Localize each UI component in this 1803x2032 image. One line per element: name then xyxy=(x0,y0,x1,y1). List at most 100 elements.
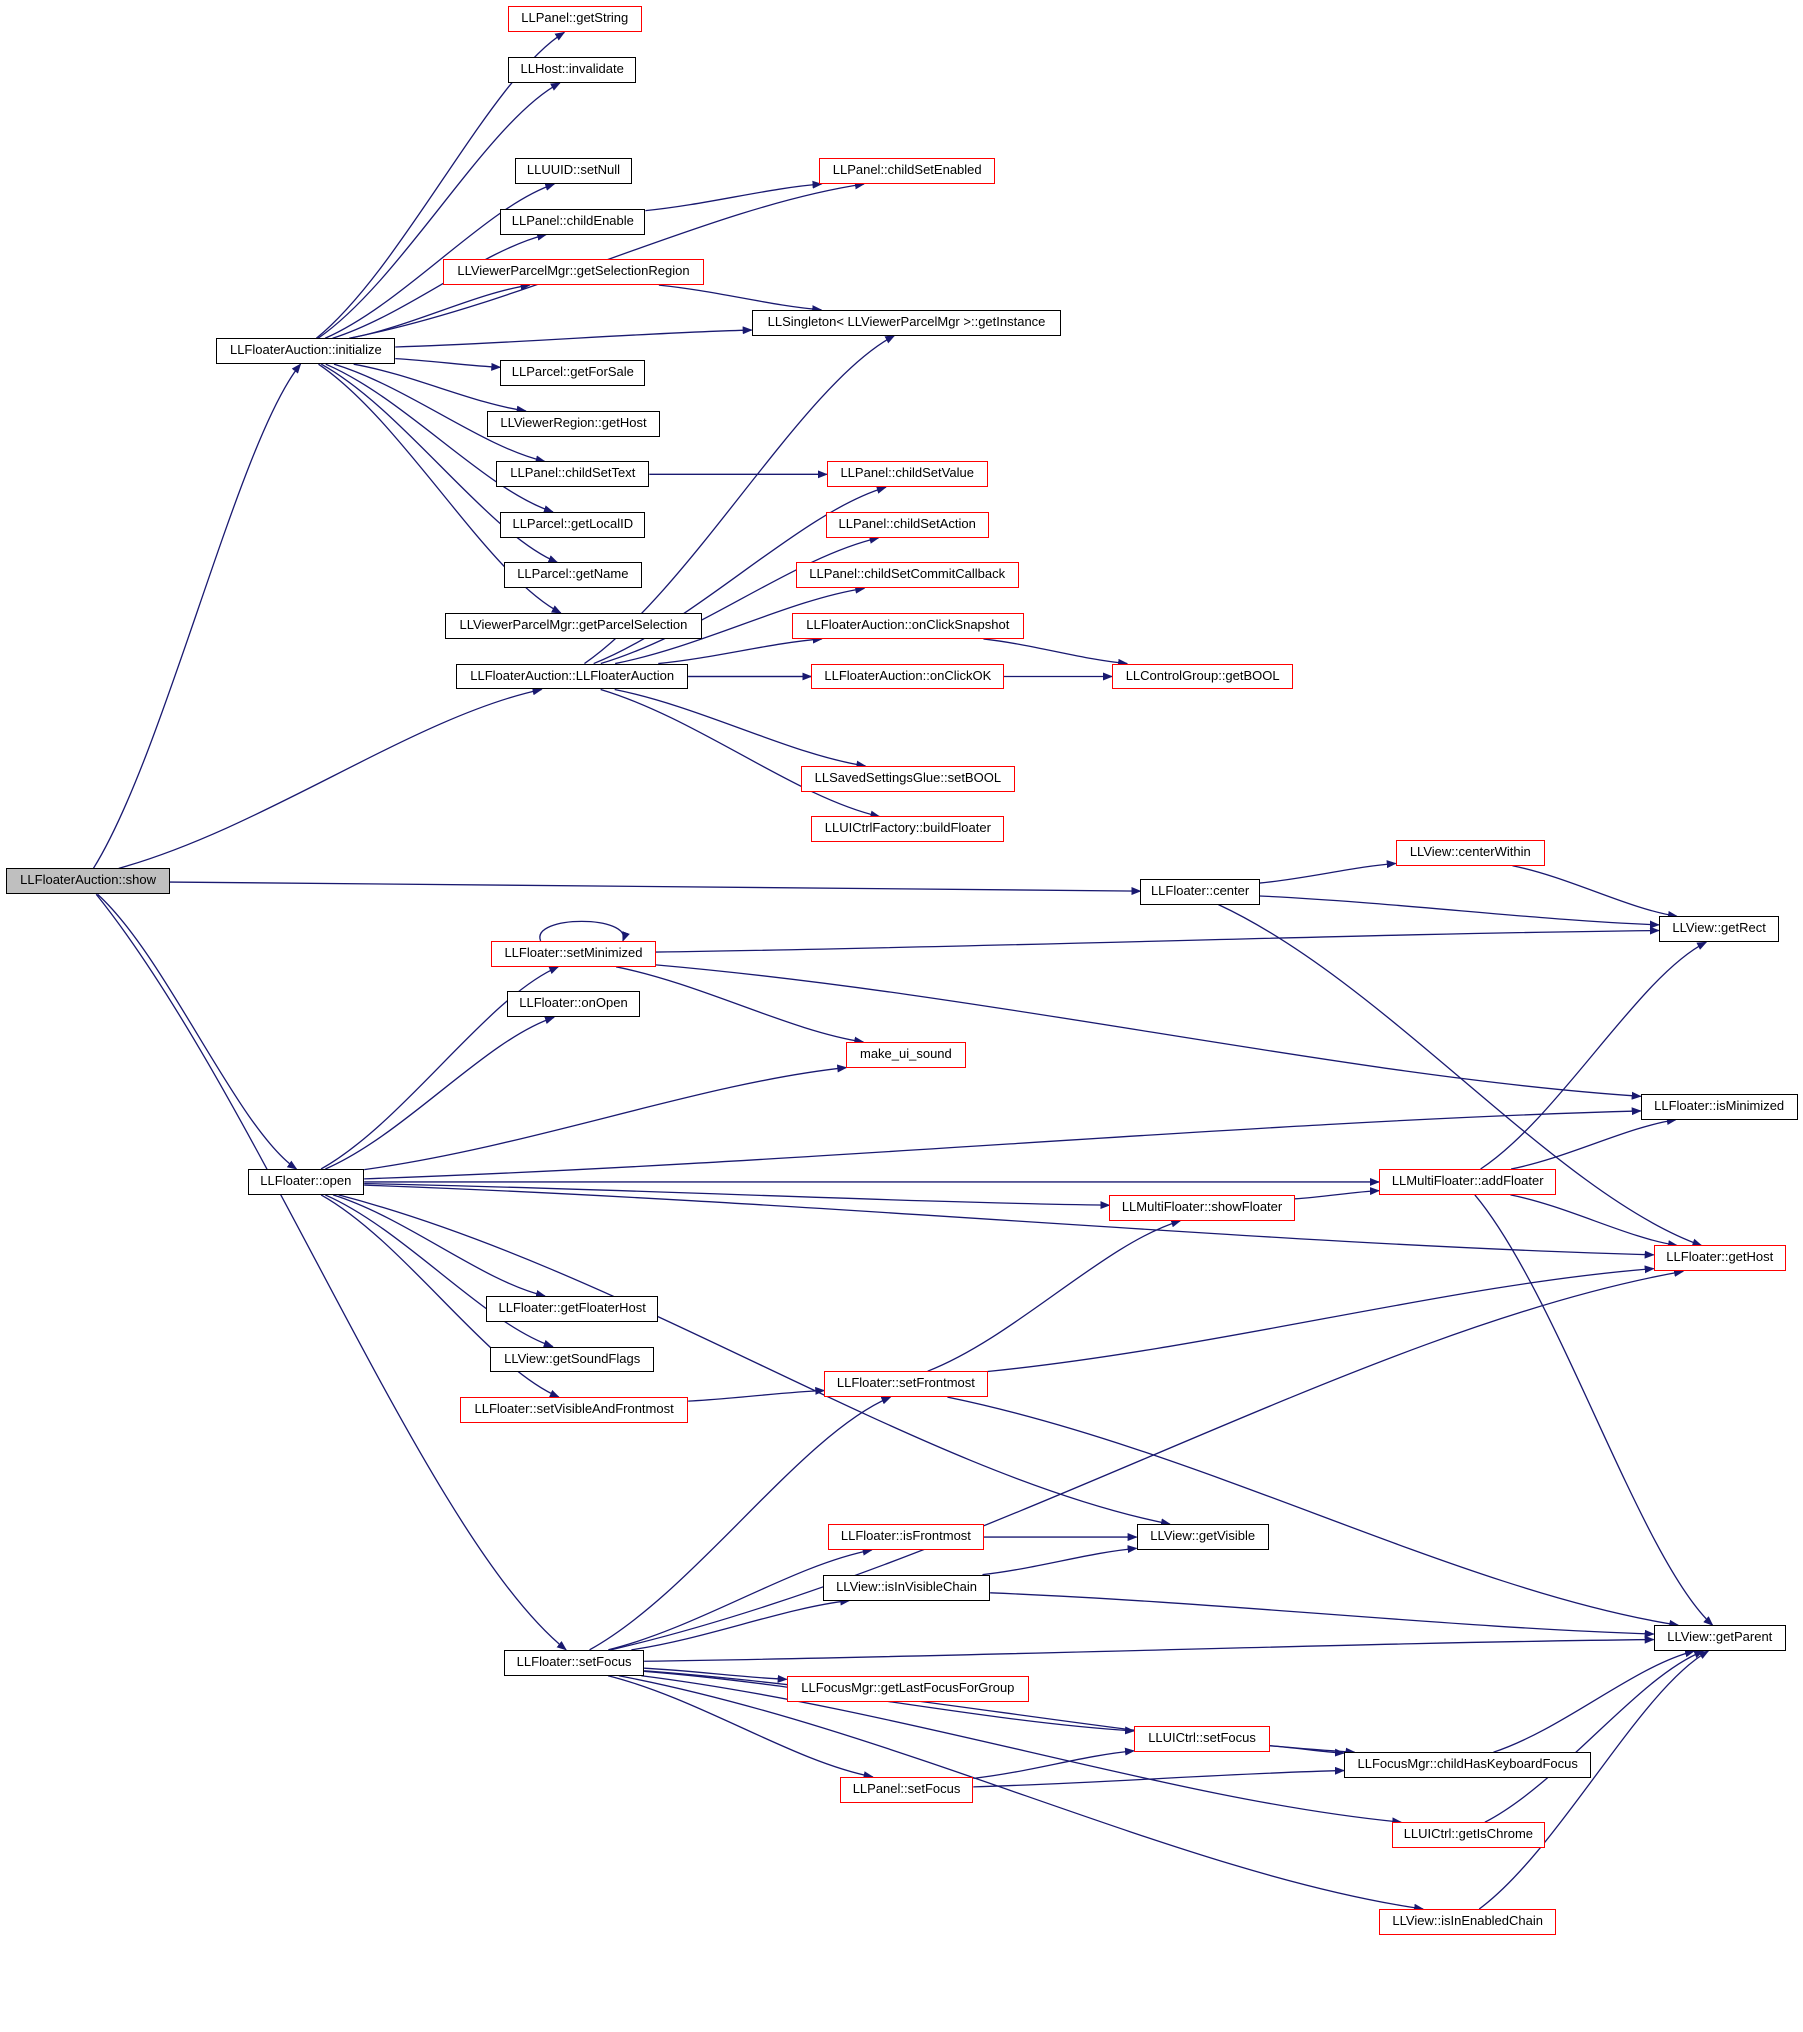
node-is-minimized[interactable]: LLFloater::isMinimized xyxy=(1640,1093,1798,1120)
node-show: LLFloaterAuction::show xyxy=(6,868,170,895)
edge-isInVisibleChain-to-getVisible xyxy=(982,1545,1138,1576)
edge-initialize-to-childEnable xyxy=(332,232,548,339)
edge-initialize-to-getInstance xyxy=(395,326,753,348)
node-center[interactable]: LLFloater::center xyxy=(1140,878,1260,905)
node-get-is-chrome[interactable]: LLUICtrl::getIsChrome xyxy=(1391,1822,1545,1849)
node-get-last-focus-for-group[interactable]: LLFocusMgr::getLastFocusForGroup xyxy=(786,1675,1030,1702)
node-on-open[interactable]: LLFloater::onOpen xyxy=(506,991,641,1018)
edge-uiSetFocus-to-childHasKeyboardFocus xyxy=(1270,1745,1345,1757)
node-make-ui-sound[interactable]: make_ui_sound xyxy=(846,1041,966,1068)
edge-panelSetFocus-to-childHasKeyboardFocus xyxy=(973,1766,1345,1788)
node-get-parent[interactable]: LLView::getParent xyxy=(1653,1625,1786,1652)
node-is-frontmost[interactable]: LLFloater::isFrontmost xyxy=(828,1524,984,1550)
node-child-set-commit-callback[interactable]: LLPanel::childSetCommitCallback xyxy=(795,562,1019,589)
node-get-instance[interactable]: LLSingleton< LLViewerParcelMgr >::getIns… xyxy=(751,309,1062,336)
edge-initialize-to-getLocalID xyxy=(325,363,554,513)
node-open[interactable]: LLFloater::open xyxy=(247,1168,365,1195)
node-build-floater[interactable]: LLUICtrlFactory::buildFloater xyxy=(811,816,1005,843)
edge-open-to-onOpen xyxy=(325,1016,555,1170)
node-add-floater[interactable]: LLMultiFloater::addFloater xyxy=(1378,1168,1557,1195)
edge-open-to-showFloater xyxy=(364,1182,1111,1210)
node-set-frontmost[interactable]: LLFloater::setFrontmost xyxy=(824,1371,988,1398)
edge-childHasKeyboardFocus-to-getParent xyxy=(1493,1649,1696,1753)
edge-show-to-open xyxy=(97,893,298,1170)
edge-setFocus-to-floaterGetHost xyxy=(610,1269,1685,1651)
node-child-set-value[interactable]: LLPanel::childSetValue xyxy=(826,461,988,488)
node-region-get-host[interactable]: LLViewerRegion::getHost xyxy=(487,410,660,437)
edge-setFocus-to-panelSetFocus xyxy=(607,1675,874,1780)
edge-setFrontmost-to-getParent xyxy=(947,1396,1680,1628)
node-on-click-ok[interactable]: LLFloaterAuction::onClickOK xyxy=(811,663,1005,690)
node-floater-get-host[interactable]: LLFloater::getHost xyxy=(1653,1245,1786,1272)
node-get-rect[interactable]: LLView::getRect xyxy=(1658,916,1780,943)
node-child-set-text[interactable]: LLPanel::childSetText xyxy=(496,461,650,488)
node-is-in-visible-chain[interactable]: LLView::isInVisibleChain xyxy=(822,1574,991,1601)
edge-getIsChrome-to-getParent xyxy=(1484,1650,1705,1823)
edge-show-to-ctor xyxy=(118,687,543,869)
node-child-set-action[interactable]: LLPanel::childSetAction xyxy=(825,511,989,538)
node-get-name[interactable]: LLParcel::getName xyxy=(504,562,642,589)
edge-center-to-centerWithin xyxy=(1259,860,1397,884)
node-set-minimized[interactable]: LLFloater::setMinimized xyxy=(491,940,656,967)
node-set-focus[interactable]: LLFloater::setFocus xyxy=(504,1649,645,1676)
edge-open-to-makeUiSound xyxy=(364,1064,848,1171)
edge-addFloater-to-getParent xyxy=(1474,1194,1714,1626)
edge-ctor-to-onClickSnapshot xyxy=(658,635,823,665)
edge-addFloater-to-floaterGetHost xyxy=(1510,1194,1679,1249)
edge-initialize-to-getSelectionRegion xyxy=(349,282,531,339)
edge-initialize-to-childSetText xyxy=(333,363,546,464)
edge-initialize-to-getName xyxy=(320,363,559,564)
node-get-local-id[interactable]: LLParcel::getLocalID xyxy=(500,511,646,538)
node-get-bool[interactable]: LLControlGroup::getBOOL xyxy=(1111,663,1294,690)
edge-ctor-to-childSetAction xyxy=(600,535,880,665)
node-show-floater[interactable]: LLMultiFloater::showFloater xyxy=(1109,1194,1295,1221)
edge-setFrontmost-to-showFloater xyxy=(927,1219,1182,1372)
node-center-within[interactable]: LLView::centerWithin xyxy=(1395,839,1545,866)
edge-open-to-setVisibleAndFrontmost xyxy=(320,1194,560,1398)
node-panel-set-focus[interactable]: LLPanel::setFocus xyxy=(839,1776,974,1803)
edge-onClickSnapshot-to-getBOOL xyxy=(983,638,1129,667)
edge-initialize-to-setNull xyxy=(324,183,556,339)
node-ui-set-focus[interactable]: LLUICtrl::setFocus xyxy=(1134,1726,1271,1753)
node-set-bool[interactable]: LLSavedSettingsGlue::setBOOL xyxy=(800,765,1015,792)
edge-setFrontmost-to-floaterGetHost xyxy=(987,1265,1655,1373)
edge-getSelectionRegion-to-getInstance xyxy=(658,284,823,314)
node-set-visible-and-frontmost[interactable]: LLFloater::setVisibleAndFrontmost xyxy=(460,1397,689,1423)
edge-show-to-initialize xyxy=(92,363,302,869)
node-set-null[interactable]: LLUUID::setNull xyxy=(514,158,633,185)
node-child-enable[interactable]: LLPanel::childEnable xyxy=(500,208,646,235)
node-get-for-sale[interactable]: LLParcel::getForSale xyxy=(500,360,646,387)
edge-initialize-to-getForSale xyxy=(395,357,502,371)
node-get-selection-region[interactable]: LLViewerParcelMgr::getSelectionRegion xyxy=(443,259,704,286)
edge-addFloater-to-isMinimized xyxy=(1510,1117,1677,1170)
edge-center-to-floaterGetHost xyxy=(1218,904,1703,1247)
edge-setFocus-to-isInVisibleChain xyxy=(631,1597,851,1651)
node-child-set-enabled[interactable]: LLPanel::childSetEnabled xyxy=(819,158,996,185)
edge-setFocus-to-getIsChrome xyxy=(641,1675,1403,1826)
node-child-has-keyboard-focus[interactable]: LLFocusMgr::childHasKeyboardFocus xyxy=(1343,1752,1592,1779)
edge-initialize-to-invalidate xyxy=(317,82,561,339)
node-get-string[interactable]: LLPanel::getString xyxy=(508,6,642,33)
edge-open-to-floaterGetHost xyxy=(364,1184,1655,1259)
node-is-in-enabled-chain[interactable]: LLView::isInEnabledChain xyxy=(1378,1909,1557,1935)
edge-initialize-to-regionGetHost xyxy=(353,363,527,414)
node-get-sound-flags[interactable]: LLView::getSoundFlags xyxy=(489,1346,655,1373)
edge-ctor-to-buildFloater xyxy=(600,688,881,819)
edge-open-to-getSoundFlags xyxy=(325,1194,554,1348)
node-initialize[interactable]: LLFloaterAuction::initialize xyxy=(216,338,396,365)
edge-initialize-to-getParcelSelection xyxy=(318,363,562,614)
edge-setMinimized-to-getRect xyxy=(655,926,1660,953)
node-on-click-snapshot[interactable]: LLFloaterAuction::onClickSnapshot xyxy=(791,613,1024,639)
node-get-parcel-selection[interactable]: LLViewerParcelMgr::getParcelSelection xyxy=(444,613,703,639)
edge-setFocus-to-getParent xyxy=(644,1635,1655,1662)
edge-initialize-to-childSetEnabled xyxy=(348,181,865,339)
node-ctor[interactable]: LLFloaterAuction::LLFloaterAuction xyxy=(456,663,689,690)
edge-ctor-to-childSetValue xyxy=(593,486,887,665)
node-get-floater-host[interactable]: LLFloater::getFloaterHost xyxy=(486,1296,659,1322)
edge-setMinimized-to-setMinimized xyxy=(539,920,630,942)
edge-center-to-getRect xyxy=(1259,895,1660,929)
node-invalidate[interactable]: LLHost::invalidate xyxy=(508,57,637,83)
edge-setMinimized-to-isMinimized xyxy=(655,964,1642,1100)
edge-open-to-getFloaterHost xyxy=(332,1194,546,1298)
node-get-visible[interactable]: LLView::getVisible xyxy=(1136,1524,1269,1550)
